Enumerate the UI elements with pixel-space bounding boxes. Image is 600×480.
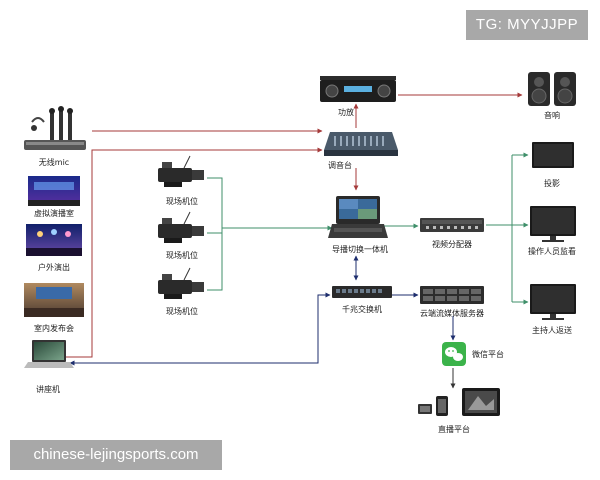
connection-lines <box>65 92 529 389</box>
label-video-splitter: 视频分配器 <box>432 239 472 249</box>
label-live-platform: 直播平台 <box>438 424 470 434</box>
label-gigabit-switch: 千兆交换机 <box>342 304 382 314</box>
live-devices-icon <box>418 388 500 416</box>
label-camera-3: 现场机位 <box>166 306 198 316</box>
camera-icon <box>158 155 204 187</box>
monitor-icon <box>530 206 576 242</box>
label-wechat: 微信平台 <box>472 349 504 359</box>
wechat-icon <box>442 342 466 366</box>
line-camera1-bracket <box>207 177 223 291</box>
server-icon <box>420 286 484 304</box>
camera-icon <box>158 267 204 299</box>
label-operator-monitor: 操作人员监看 <box>528 246 576 256</box>
label-indoor-launch: 室内发布会 <box>34 323 74 333</box>
label-speaker: 音响 <box>544 110 560 120</box>
speaker-icon <box>528 72 576 106</box>
network-switch-icon <box>332 286 392 298</box>
camera-icon <box>158 211 204 243</box>
site-watermark: chinese-lejingsports.com <box>10 440 222 470</box>
director-switcher-icon <box>328 196 388 238</box>
label-camera-1: 现场机位 <box>166 196 198 206</box>
indoor-launch-image <box>24 283 84 317</box>
label-mixer: 调音台 <box>328 160 352 170</box>
virtual-studio-image <box>28 176 80 206</box>
line-lecture-to-switch <box>69 292 331 366</box>
label-virtual-studio: 虚拟演播室 <box>34 208 74 218</box>
label-host-return: 主持人返送 <box>532 325 572 335</box>
tg-watermark: TG: MYYJJPP <box>466 10 588 40</box>
monitor-icon <box>532 142 574 168</box>
label-amplifier: 功放 <box>338 107 354 117</box>
wireless-mic-icon <box>24 106 86 150</box>
laptop-icon <box>24 340 74 368</box>
label-lecture-pc: 讲座机 <box>36 384 60 394</box>
label-outdoor-show: 户外演出 <box>38 262 70 272</box>
mixer-icon <box>324 132 398 156</box>
label-projection: 投影 <box>544 178 560 188</box>
outdoor-show-image <box>26 224 82 256</box>
video-splitter-icon <box>420 218 484 232</box>
amplifier-icon <box>320 76 396 102</box>
label-wireless-mic: 无线mic <box>39 157 69 167</box>
label-cloud-server: 云端流媒体服务器 <box>420 308 484 318</box>
label-camera-2: 现场机位 <box>166 250 198 260</box>
label-director: 导播切换一体机 <box>332 244 388 254</box>
monitor-icon <box>530 284 576 320</box>
